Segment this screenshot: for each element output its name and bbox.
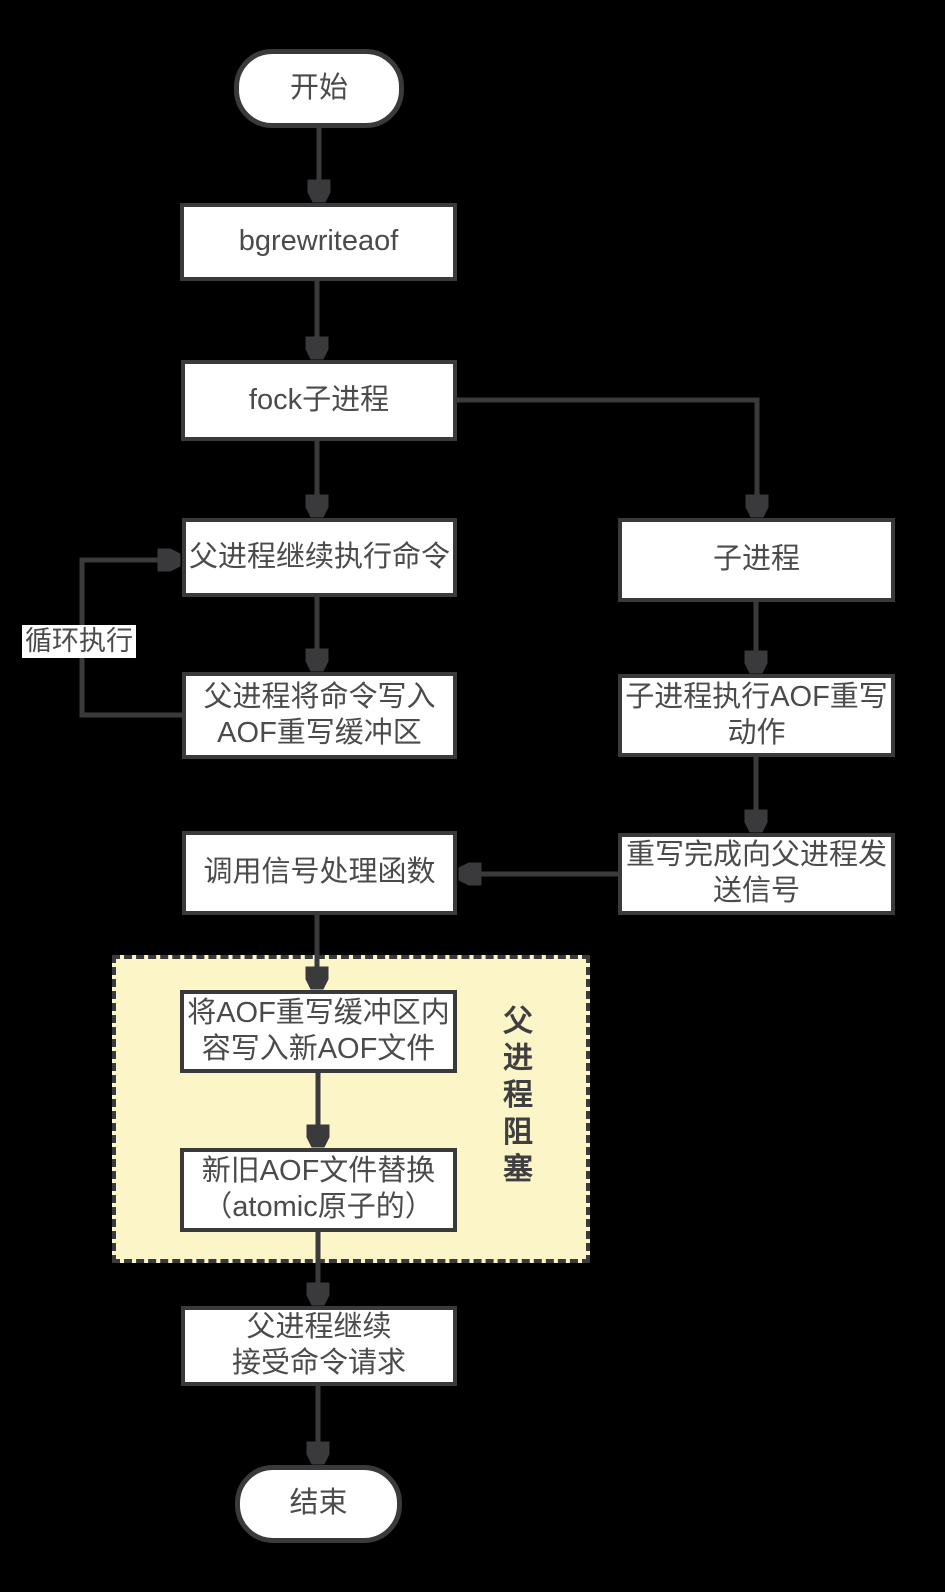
edge-fork-to-child (457, 397, 757, 514)
node-rewrite-done-signal: 重写完成向父进程发 送信号 (618, 833, 895, 915)
parent-blocked-label: 父进程阻塞 (503, 1005, 533, 1186)
node-fork-child-process: fock子进程 (181, 360, 457, 441)
node-parent-continue-commands: 父进程继续执行命令 (182, 518, 457, 597)
node-child-process: 子进程 (618, 518, 895, 602)
node-write-buffer-to-new-aof: 将AOF重写缓冲区内 容写入新AOF文件 (180, 990, 457, 1073)
node-parent-accept-requests: 父进程继续 接受命令请求 (181, 1306, 457, 1386)
node-child-aof-rewrite: 子进程执行AOF重写 动作 (618, 674, 895, 757)
node-bgrewriteaof: bgrewriteaof (180, 203, 457, 281)
node-start: 开始 (234, 49, 404, 128)
loop-execution-label: 循环执行 (22, 625, 136, 658)
node-end: 结束 (235, 1465, 402, 1543)
node-call-signal-handler: 调用信号处理函数 (182, 831, 457, 915)
node-parent-write-aof-buffer: 父进程将命令写入 AOF重写缓冲区 (182, 672, 457, 759)
node-replace-aof-files: 新旧AOF文件替换 （atomic原子的） (180, 1148, 457, 1232)
